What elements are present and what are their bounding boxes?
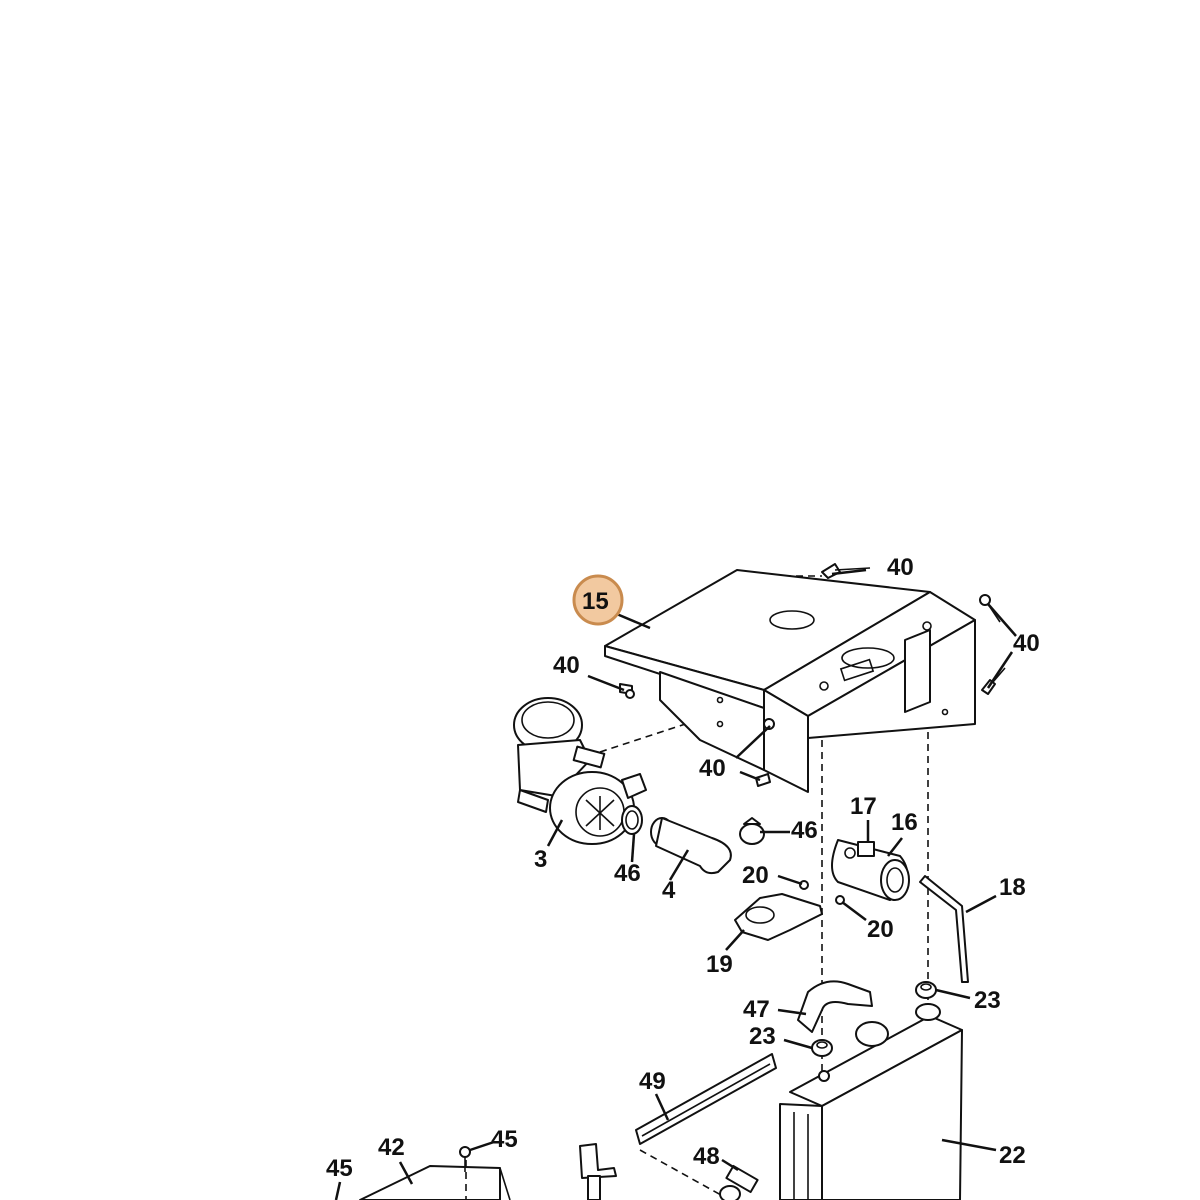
callout-48[interactable]: 48: [693, 1143, 720, 1170]
callout-17[interactable]: 17: [850, 793, 877, 820]
callout-20-upper[interactable]: 20: [742, 862, 769, 889]
overflow-hose[interactable]: [919, 875, 969, 983]
clamp-46-right[interactable]: [739, 817, 765, 845]
callout-46-left[interactable]: 46: [614, 860, 641, 887]
bolt-40-left[interactable]: [619, 683, 635, 699]
callout-22[interactable]: 22: [999, 1142, 1026, 1169]
bolt-40-right-upper[interactable]: [979, 594, 1001, 623]
radiator-hose[interactable]: [797, 980, 873, 1033]
grommet-23-left[interactable]: [811, 1039, 833, 1057]
callout-40-right[interactable]: 40: [1013, 630, 1040, 657]
air-cleaner[interactable]: [513, 697, 647, 845]
battery-box[interactable]: [359, 1160, 511, 1200]
leader-lines: [334, 568, 1017, 1200]
radiator[interactable]: [779, 1003, 963, 1200]
callout-18[interactable]: 18: [999, 874, 1026, 901]
callout-4[interactable]: 4: [662, 877, 676, 904]
bypass-hose[interactable]: [734, 893, 823, 941]
callout-15[interactable]: 15: [582, 588, 609, 615]
callout-16[interactable]: 16: [891, 809, 918, 836]
callout-15-highlight: [572, 574, 624, 626]
callout-40-top[interactable]: 40: [887, 554, 914, 581]
callout-23-left[interactable]: 23: [749, 1023, 776, 1050]
screw-45[interactable]: [459, 1146, 471, 1172]
callout-46-right[interactable]: 46: [791, 817, 818, 844]
cover-panel[interactable]: [604, 569, 976, 793]
callout-40-mid[interactable]: 40: [699, 755, 726, 782]
tank-cap[interactable]: [844, 841, 875, 859]
callout-3[interactable]: 3: [534, 846, 547, 873]
grommet-23-right[interactable]: [915, 981, 937, 999]
intake-hose[interactable]: [650, 817, 732, 875]
callout-23-right[interactable]: 23: [974, 987, 1001, 1014]
callout-47[interactable]: 47: [743, 996, 770, 1023]
drain-fitting[interactable]: [719, 1164, 759, 1200]
bolt-40-mid[interactable]: [755, 718, 775, 787]
side-bracket[interactable]: [635, 1053, 777, 1145]
callout-labels: 15 40 40 40 40 3 46 46 4 17 16 20 20 18 …: [326, 554, 1040, 1182]
callout-19[interactable]: 19: [706, 951, 733, 978]
callout-49[interactable]: 49: [639, 1068, 666, 1095]
callout-45-right[interactable]: 45: [491, 1126, 518, 1153]
clamp-46-left[interactable]: [621, 805, 643, 835]
callout-40-left[interactable]: 40: [553, 652, 580, 679]
callout-45-left[interactable]: 45: [326, 1155, 353, 1182]
mount-bracket[interactable]: [579, 1143, 617, 1200]
callout-42[interactable]: 42: [378, 1134, 405, 1161]
callout-20-lower[interactable]: 20: [867, 916, 894, 943]
